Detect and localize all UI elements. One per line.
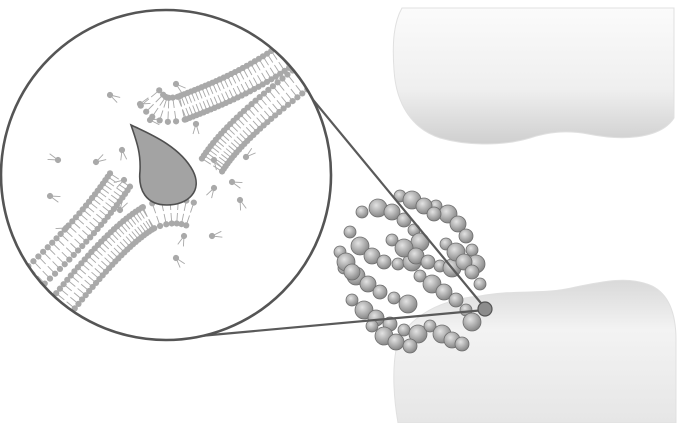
bacterium-cell [377, 255, 391, 269]
lipid-head [38, 309, 44, 315]
lipid-head [64, 315, 70, 321]
bacterium-cell [463, 313, 481, 331]
lipid-head [57, 266, 63, 272]
lipid-head [49, 240, 55, 246]
bacterium-cell [403, 339, 417, 353]
lipid-head [300, 55, 306, 61]
bacterium-cell [466, 244, 478, 256]
lower-bone [394, 280, 676, 423]
lipid-head [157, 223, 163, 229]
lipid-head [52, 271, 58, 277]
lipid-head [143, 109, 149, 115]
lipid-head [42, 304, 48, 310]
lipid-head [281, 39, 287, 45]
lipid-head [219, 168, 225, 174]
bacterium-cell [344, 264, 360, 280]
lipid-head [62, 261, 68, 267]
lipid-head [30, 258, 36, 264]
lipid-head [157, 117, 163, 123]
bacterium-cell [392, 258, 404, 270]
lipid-head [150, 226, 156, 232]
lipid-head [182, 117, 188, 123]
lipid-head [47, 276, 53, 282]
bacterium-cell [455, 337, 469, 351]
lipid-head [71, 252, 77, 258]
lipid-head [35, 253, 41, 259]
bacterium-cell [388, 292, 400, 304]
lipid-head [25, 296, 31, 302]
bacterium-cell [465, 265, 479, 279]
bacterium-cell [356, 206, 368, 218]
lipid-head [284, 71, 290, 77]
lipid-head [279, 75, 285, 81]
lipid-head [20, 268, 26, 274]
lipid-head [60, 319, 66, 325]
upper-bone [393, 8, 674, 144]
bacterium-cell [373, 285, 387, 299]
bacterium-cell [344, 226, 356, 238]
lipid-head [173, 118, 179, 124]
bacterium-cell [474, 278, 486, 290]
lipid-head [285, 36, 291, 42]
lipid-head [176, 93, 182, 99]
bacterium-cell [399, 295, 417, 313]
bacterium-cell [459, 229, 473, 243]
lipid-head [295, 58, 301, 64]
bacterium-cell [346, 294, 358, 306]
lipid-head [56, 324, 62, 330]
lipid-head [199, 155, 205, 161]
bacterium-cell [427, 207, 441, 221]
magnifier-focus-point [478, 302, 492, 316]
bacterium-cell [449, 293, 463, 307]
bacterium-cell [421, 255, 435, 269]
lipid-head [304, 51, 310, 57]
bacterium-cell [366, 320, 378, 332]
lipid-head [45, 300, 51, 306]
lipid-head [191, 200, 197, 206]
lipid-head [107, 170, 113, 176]
lipid-head [66, 256, 72, 262]
lipid-head [31, 291, 37, 297]
bacterium-cell [388, 334, 404, 350]
lipid-head [183, 222, 189, 228]
lipid-head [40, 249, 46, 255]
lipid-head [127, 184, 133, 190]
lipid-head [290, 32, 296, 38]
lipid-head [163, 221, 169, 227]
lipid-head [14, 273, 20, 279]
lipid-head [299, 90, 305, 96]
lipid-head [36, 285, 42, 291]
lipid-head [156, 87, 162, 93]
lipid-head [9, 278, 15, 284]
bacterium-cell [398, 324, 410, 336]
lipid-head [140, 204, 146, 210]
lipid-head [165, 119, 171, 125]
lipid-head [45, 244, 51, 250]
lipid-head [277, 42, 283, 48]
